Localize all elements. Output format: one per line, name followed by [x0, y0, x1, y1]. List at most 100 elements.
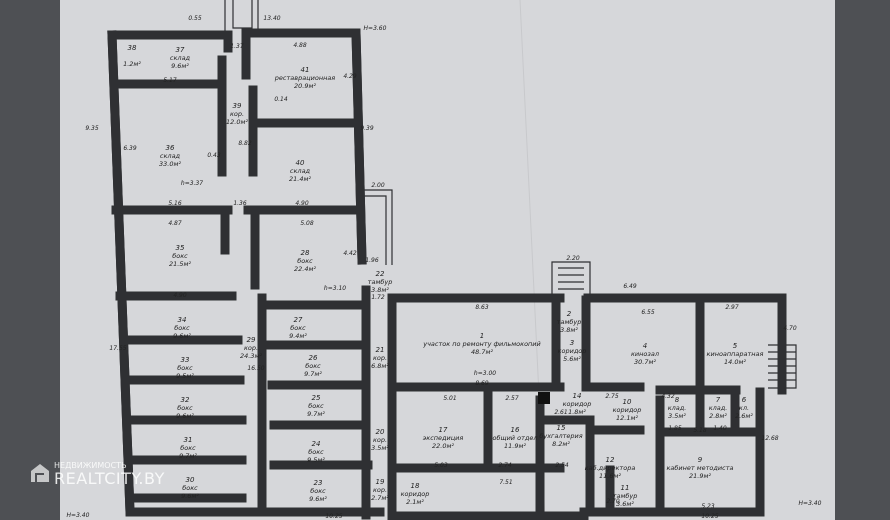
dimension-label: Н=3.60 [364, 25, 387, 32]
watermark-small: НЕДВИЖИМОСТЬ [54, 461, 127, 470]
dimension-label: Н=3.40 [799, 500, 822, 507]
dimension-label: 1.40 [713, 425, 727, 432]
room-area: 9.5м² [176, 372, 194, 380]
room-name: бокс [308, 402, 324, 410]
room-number: 21 [376, 346, 385, 354]
room-number: 7 [716, 396, 721, 404]
dimension-label: 8.69 [475, 380, 489, 387]
room-number: 40 [296, 159, 305, 167]
dimension-label: 5.16 [168, 200, 182, 207]
room-number: 32 [181, 396, 190, 404]
dimension-label: 17.55 [109, 345, 126, 352]
room-number: 1 [480, 332, 484, 340]
room-area: 21.5м² [169, 260, 191, 268]
stairs-entrance [551, 261, 591, 298]
room-area: 6.8м² [371, 362, 389, 370]
dimension-label: 4.90 [295, 200, 309, 207]
room-name: бокс [297, 257, 313, 265]
dimension-label: 0.14 [274, 96, 288, 103]
room-name: каб.директора [585, 464, 636, 472]
dimension-label: 2.75 [605, 393, 619, 400]
room-name: бокс [177, 364, 193, 372]
room-area: 14.0м² [724, 358, 746, 366]
dimension-label: h=3.37 [181, 180, 203, 187]
room-area: 2.8м² [709, 412, 727, 420]
room-name: клад. [709, 404, 728, 412]
dimension-label: 0.55 [188, 15, 202, 22]
room-number: 6 [742, 396, 747, 404]
room-area: 9.4м² [289, 332, 307, 340]
dimension-label: 16.50 [247, 365, 264, 372]
room-area: 3.5м² [668, 412, 686, 420]
dimension-label: 8.63 [475, 304, 489, 311]
room-name: коридор [613, 406, 642, 414]
dimension-label: 6.55 [641, 309, 655, 316]
room-area: 1.2м² [123, 60, 141, 68]
room-name: склад [170, 54, 191, 62]
room-number: 12 [606, 456, 615, 464]
room-name: кор. [230, 110, 244, 118]
room-number: 27 [294, 316, 303, 324]
room-area: 9.6м² [171, 62, 189, 70]
room-name: кор. [373, 486, 387, 494]
stairs-top [224, 0, 259, 32]
room-area: 21.4м² [289, 175, 311, 183]
dimension-label: 2.74 [498, 462, 512, 469]
room-name: кл. [739, 404, 749, 412]
room-number: 17 [439, 426, 448, 434]
room-area: 9.7м² [304, 370, 322, 378]
dimension-label: 6.39 [123, 145, 137, 152]
room-name: кинозал [631, 350, 659, 358]
room-name: общий отдел [492, 434, 537, 442]
room-name: бокс [290, 324, 306, 332]
room-area: 22.4м² [294, 265, 316, 273]
room-name: коридор [401, 490, 430, 498]
room-area: 1.8м² [568, 408, 586, 416]
dimension-label: 5.03 [434, 462, 448, 469]
room-name: бокс [172, 252, 188, 260]
house-logo-icon [31, 464, 49, 482]
room-number: 33 [181, 356, 190, 364]
room-number: 14 [573, 392, 582, 400]
room-name: склад [290, 167, 311, 175]
dimension-label: 2.61 [554, 409, 567, 416]
dimension-label: 4.42 [343, 250, 357, 257]
room-name: бокс [177, 404, 193, 412]
dimension-label: Н=3.40 [67, 512, 90, 519]
dimension-label: 5.18 [693, 427, 707, 434]
room-area: 9.7м² [307, 410, 325, 418]
dimension-label: 4.87 [168, 220, 182, 227]
room-number: 3 [570, 339, 574, 347]
room-area: 3.8м² [560, 326, 578, 334]
room-label: 381.2м² [123, 44, 141, 68]
room-number: 37 [176, 46, 185, 54]
dimension-label: 4.70 [783, 325, 797, 332]
column-marker [538, 392, 550, 404]
room-name: кор. [244, 344, 258, 352]
room-area: 2.7м² [371, 494, 389, 502]
room-number: 5 [733, 342, 738, 350]
room-name: тамбур [368, 278, 393, 286]
room-number: 16 [511, 426, 520, 434]
room-number: 23 [314, 479, 323, 487]
room-area: 12.1м² [616, 414, 638, 422]
room-number: 11 [621, 484, 630, 492]
room-name: кор. [373, 436, 387, 444]
room-area: 9.6м² [181, 492, 199, 500]
room-area: 11.9м² [504, 442, 526, 450]
room-labels: 37склад9.6м²381.2м²41реставрационная20.9… [123, 44, 763, 508]
room-area: 3.8м² [371, 286, 389, 294]
room-area: 9.6м² [309, 495, 327, 503]
